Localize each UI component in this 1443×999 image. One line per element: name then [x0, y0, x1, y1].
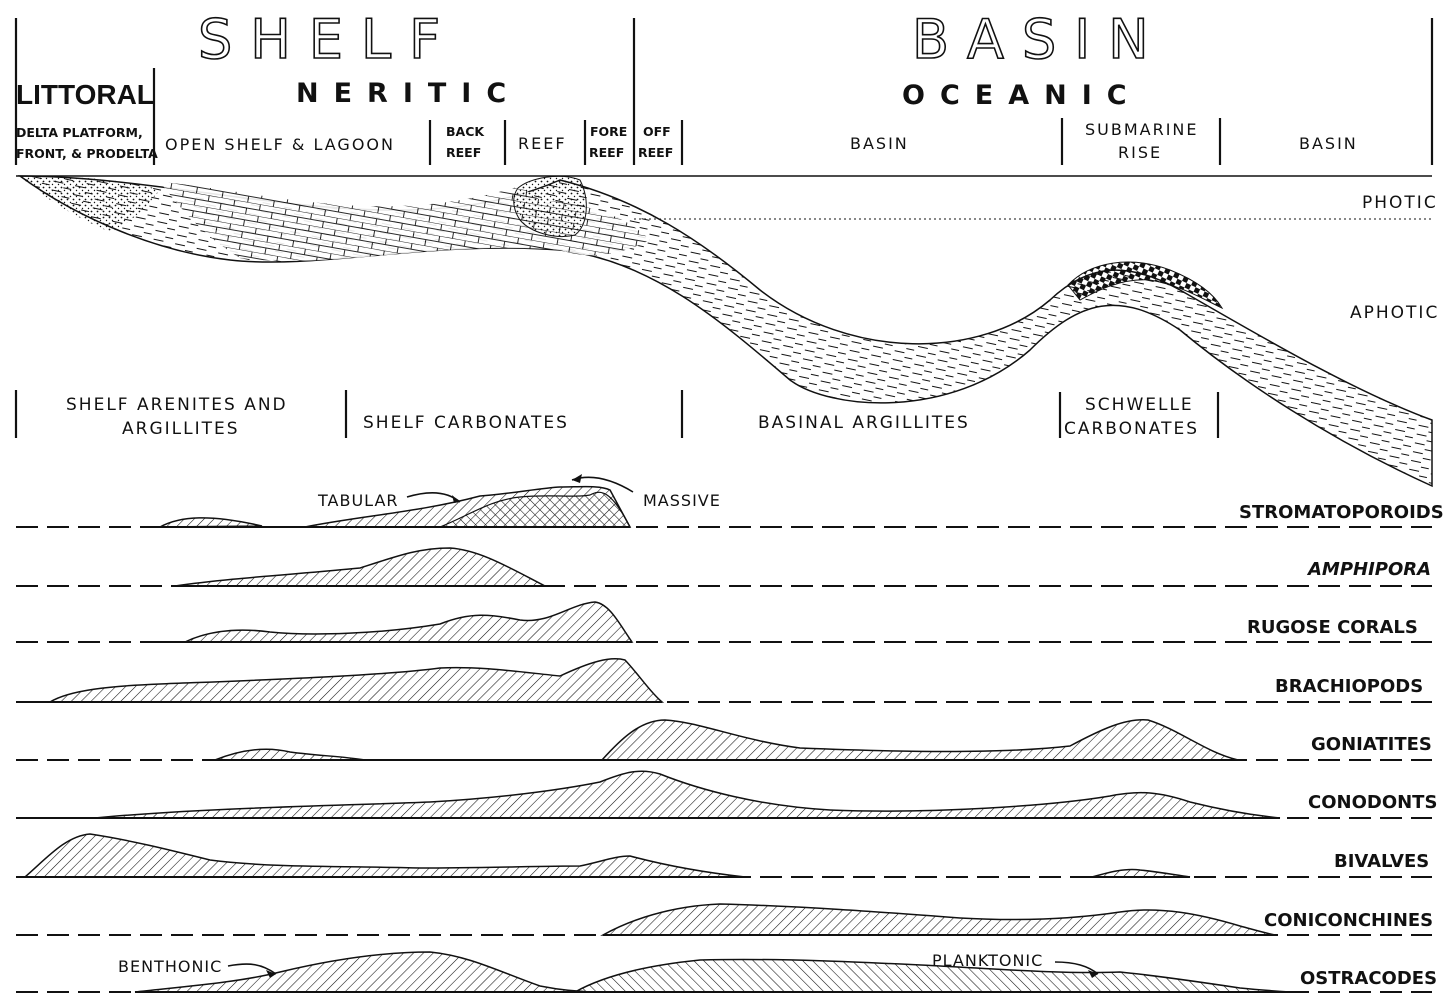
open-shelf-label: OPEN SHELF & LAGOON	[165, 135, 395, 154]
taxon-coniconchines: CONICONCHINES	[1264, 910, 1433, 931]
bivalves-row: BIVALVES	[16, 834, 1432, 877]
taxon-stromatoporoids: STROMATOPOROIDS	[1239, 502, 1443, 523]
basin-title: BASIN	[912, 8, 1167, 71]
goniatites-row: GONIATITES	[16, 720, 1432, 760]
fore-reef-label-2: REEF	[589, 145, 624, 160]
coniconchines-row: CONICONCHINES	[16, 904, 1433, 935]
rugose-corals-row: RUGOSE CORALS	[16, 602, 1432, 642]
coniconchines-curve	[603, 904, 1275, 935]
goniatites-curve-basin	[602, 720, 1238, 760]
bivalves-curve-rise	[1092, 869, 1190, 877]
schwelle-label-1: SCHWELLE	[1085, 395, 1194, 415]
arenites-label-2: ARGILLITES	[122, 419, 240, 439]
littoral-label: LITTORAL	[16, 79, 154, 110]
tabular-label: TABULAR	[317, 491, 399, 510]
conodonts-row: CONODONTS	[16, 771, 1437, 818]
massive-label: MASSIVE	[643, 491, 721, 510]
amphipora-row: AMPHIPORA	[16, 548, 1432, 586]
taxon-ostracodes: OSTRACODES	[1300, 968, 1437, 989]
cross-section: PHOTIC APHOTIC	[16, 176, 1439, 486]
bivalves-curve-shelf	[25, 834, 745, 877]
taxon-rugose-corals: RUGOSE CORALS	[1247, 617, 1418, 638]
off-reef-label-1: OFF	[643, 124, 671, 139]
facies-row: SHELF ARENITES AND ARGILLITES SHELF CARB…	[16, 390, 1218, 439]
amphipora-curve	[175, 548, 545, 586]
taxon-bivalves: BIVALVES	[1334, 851, 1429, 872]
taxon-conodonts: CONODONTS	[1308, 792, 1437, 813]
planktonic-label: PLANKTONIC	[932, 951, 1043, 970]
shelf-carbonates-label: SHELF CARBONATES	[363, 413, 569, 433]
aphotic-label: APHOTIC	[1350, 303, 1439, 323]
basinal-argillites-label: BASINAL ARGILLITES	[758, 413, 970, 433]
taxon-amphipora: AMPHIPORA	[1306, 559, 1431, 580]
taxon-goniatites: GONIATITES	[1311, 734, 1432, 755]
ostracodes-row: BENTHONIC PLANKTONIC OSTRACODES	[16, 951, 1437, 992]
off-reef-label-2: REEF	[638, 145, 673, 160]
brachiopods-row: BRACHIOPODS	[16, 659, 1432, 702]
back-reef-label-1: BACK	[446, 124, 485, 139]
submarine-rise-label-1: SUBMARINE	[1085, 120, 1199, 139]
brachiopods-curve	[50, 659, 662, 702]
fore-reef-label-1: FORE	[590, 124, 627, 139]
conodonts-curve	[95, 771, 1280, 818]
photic-label: PHOTIC	[1362, 193, 1438, 213]
basin-env-label-2: BASIN	[1299, 134, 1358, 153]
oceanic-label: OCEANIC	[902, 80, 1142, 111]
delta-label-1: DELTA PLATFORM,	[16, 125, 143, 140]
arenites-label-1: SHELF ARENITES AND	[66, 395, 288, 415]
reef-label: REEF	[518, 134, 567, 153]
delta-label-2: FRONT, & PRODELTA	[16, 146, 158, 161]
benthonic-label: BENTHONIC	[118, 957, 222, 976]
taxon-brachiopods: BRACHIOPODS	[1275, 676, 1423, 697]
rugose-corals-curve	[185, 602, 632, 642]
shelf-title: SHELF	[198, 8, 458, 71]
header: SHELF BASIN LITTORAL NERITIC OCEANIC DEL…	[16, 8, 1432, 165]
goniatites-curve-shelf	[215, 749, 365, 760]
neritic-label: NERITIC	[296, 78, 521, 109]
distribution-curves: TABULAR MASSIVE STROMATOPOROIDS AMPHIPOR…	[16, 474, 1443, 992]
submarine-rise-label-2: RISE	[1118, 143, 1162, 162]
schwelle-label-2: CARBONATES	[1064, 419, 1199, 439]
back-reef-label-2: REEF	[446, 145, 481, 160]
basin-env-label-1: BASIN	[850, 134, 909, 153]
stromatoporoids-row: TABULAR MASSIVE STROMATOPOROIDS	[16, 474, 1443, 527]
stromatoporoids-curve-small	[160, 518, 262, 527]
